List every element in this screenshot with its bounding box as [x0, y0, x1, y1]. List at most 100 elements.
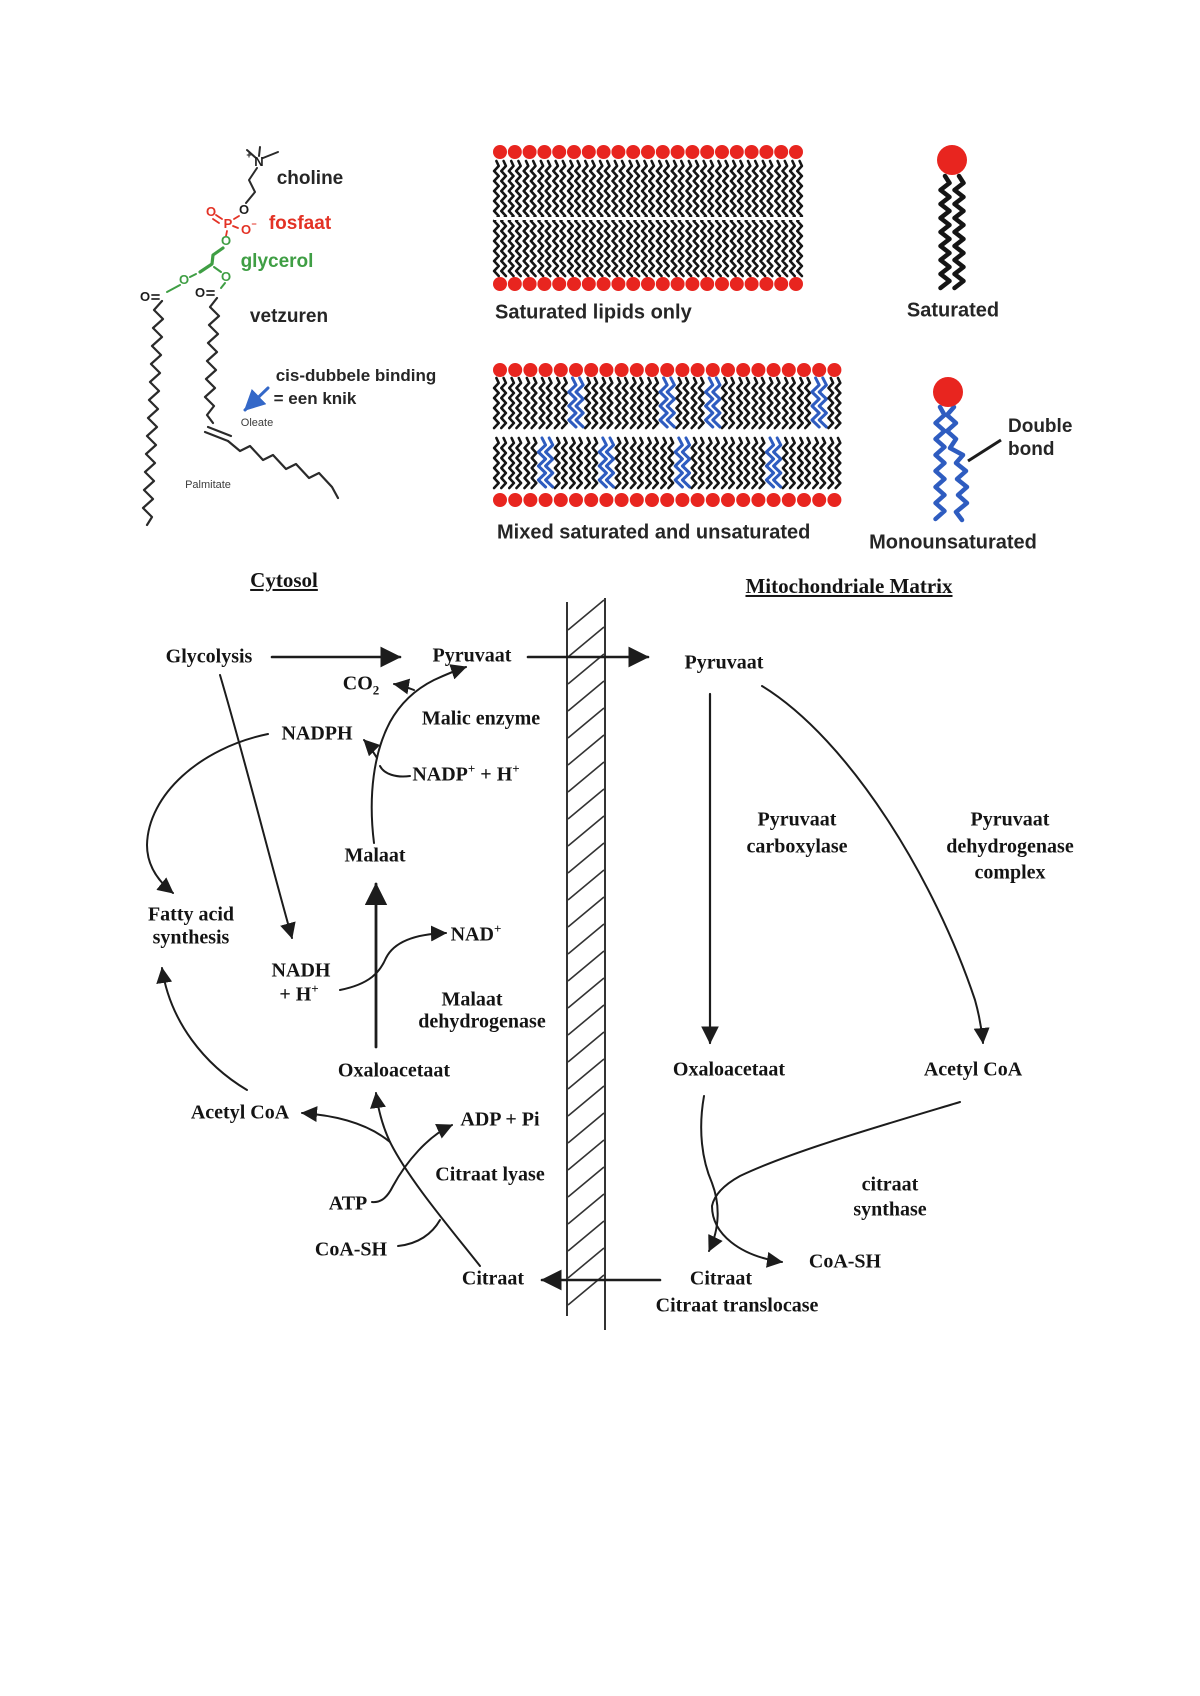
bond	[215, 214, 223, 220]
arrow-nadph-produced	[363, 739, 381, 759]
arrow-malic-enzyme-pyruvaat	[370, 664, 467, 844]
enzyme-citraat-synthase: citraat	[861, 1173, 919, 1196]
legend-double-bond: Double	[1008, 416, 1073, 438]
node-glycolysis: Glycolysis	[165, 645, 253, 668]
node-nadph: NADPH	[281, 722, 353, 745]
legend-double-bond: bond	[1008, 439, 1055, 461]
atom-o: O	[179, 272, 189, 287]
bond	[220, 282, 226, 289]
node-pyruvaat-matrix: Pyruvaat	[684, 651, 764, 674]
membrane-saturated	[492, 145, 804, 291]
atom-p: P	[224, 216, 233, 231]
label-cis-double-bond: cis-dubbele binding	[275, 366, 437, 386]
label-een-knik: = een knik	[273, 389, 357, 409]
nadp-sup: +	[467, 760, 476, 776]
cis-double-bond	[206, 425, 233, 438]
pathway-arrows	[145, 646, 990, 1291]
label-choline: choline	[276, 168, 344, 190]
enzyme-malaat-dehydrogenase: Malaat	[441, 988, 503, 1011]
enzyme-pyruvaat-dehydrogenase-complex: Pyruvaat	[970, 808, 1050, 831]
compartment-title-matrix: Mitochondriale Matrix	[745, 573, 953, 598]
node-fatty-acid-synthesis: synthesis	[152, 926, 230, 949]
bond	[213, 266, 222, 273]
node-atp: ATP	[328, 1192, 368, 1215]
curve-coash-input	[397, 1219, 441, 1247]
bond	[262, 151, 279, 159]
arrow-acetylcoa-coash	[710, 1101, 961, 1268]
arrow-citraat-oxaloacetaat	[370, 1092, 481, 1267]
enzyme-malaat-dehydrogenase: dehydrogenase	[418, 1010, 546, 1033]
choline-chain	[245, 167, 258, 204]
nadh-sup: +	[311, 980, 319, 996]
lipid-saturated-icon	[937, 145, 967, 291]
caption-saturated-membrane: Saturated lipids only	[495, 301, 692, 324]
bond	[166, 284, 181, 293]
enzyme-citraat-lyase: Citraat lyase	[435, 1163, 545, 1186]
bond	[233, 215, 240, 220]
node-nad: NAD+	[451, 922, 502, 946]
caption-mixed-membrane: Mixed saturated and unsaturated	[497, 521, 811, 544]
lipid-monounsaturated-icon	[933, 377, 970, 523]
node-nadp-h: NADP+ + H+	[412, 762, 519, 786]
enzyme-malic-enzyme: Malic enzyme	[421, 707, 541, 730]
bond	[212, 218, 220, 224]
enzyme-pyruvaat-dehydrogenase-complex: dehydrogenase	[946, 835, 1074, 858]
bond	[246, 149, 257, 159]
nadh-base: + H	[279, 983, 312, 1006]
atom-o: O	[140, 289, 150, 304]
nadp-mid: + H	[475, 763, 513, 786]
enzyme-pyruvaat-carboxylase: carboxylase	[746, 835, 848, 858]
arrow-pyruvaat-dehydrogenase	[761, 685, 990, 1044]
co2-base: CO	[342, 672, 373, 695]
label-palmitate: Palmitate	[185, 479, 231, 492]
node-co2: CO2	[342, 672, 380, 698]
node-nadh: NADH	[271, 959, 331, 982]
arrow-glycolysis-nadh	[219, 674, 296, 939]
node-adp-pi: ADP + Pi	[460, 1108, 540, 1131]
phospholipid-structure-icon: N + O O P O − O O O O O	[140, 146, 340, 527]
compartment-title-cytosol: Cytosol	[250, 567, 318, 592]
enzyme-citraat-synthase: synthase	[853, 1198, 927, 1221]
bond	[189, 273, 197, 278]
node-acetyl-coa-cytosol: Acetyl CoA	[190, 1101, 290, 1124]
kink-arrow-icon	[243, 386, 270, 412]
atom-o: O	[239, 202, 249, 217]
nad-sup: +	[493, 920, 502, 936]
enzyme-citraat-translocase: Citraat translocase	[655, 1294, 819, 1317]
node-nadh-h: + H+	[279, 982, 318, 1006]
node-oxaloacetaat-matrix: Oxaloacetaat	[672, 1058, 786, 1081]
atom-n: N	[254, 154, 263, 169]
nadp-base: NADP	[412, 763, 468, 786]
node-malaat: Malaat	[344, 844, 406, 867]
node-pyruvaat-cytosol: Pyruvaat	[432, 644, 512, 667]
node-citraat-matrix: Citraat	[689, 1267, 753, 1290]
node-coash-matrix: CoA-SH	[808, 1250, 882, 1273]
oleate-chain-lower	[226, 439, 340, 500]
kinked-tail	[944, 404, 970, 523]
membrane-barrier	[566, 598, 606, 1330]
arrow-co2-release	[393, 678, 415, 695]
bond	[225, 230, 228, 237]
arrow-nadph-fattyacid	[145, 733, 269, 894]
atom-o: O	[241, 222, 251, 237]
arrow-atp-adp	[371, 1123, 453, 1204]
double-bond-pointer-line	[967, 438, 1002, 463]
node-oxaloacetaat-cytosol: Oxaloacetaat	[337, 1059, 451, 1082]
atom-o: O	[195, 285, 205, 300]
bond	[258, 146, 261, 157]
arrow-oxaloacetaat-citraat	[700, 1095, 723, 1252]
oleate-chain-upper	[203, 296, 221, 425]
arrow-acetylcoa-fattyacid	[156, 967, 248, 1091]
atom-minus: −	[251, 219, 256, 229]
legend-monounsaturated: Monounsaturated	[869, 531, 1037, 554]
atom-o: O	[206, 204, 216, 219]
co2-sub: 2	[372, 682, 380, 698]
palmitate-chain	[141, 299, 165, 527]
label-glycerol: glycerol	[240, 251, 314, 273]
arrow-citraat-acetylcoa	[301, 1106, 391, 1143]
membrane-mixed	[492, 363, 850, 507]
atom-o: O	[221, 233, 231, 248]
arrow-malaat-dehydrogenase-nad	[339, 925, 447, 991]
